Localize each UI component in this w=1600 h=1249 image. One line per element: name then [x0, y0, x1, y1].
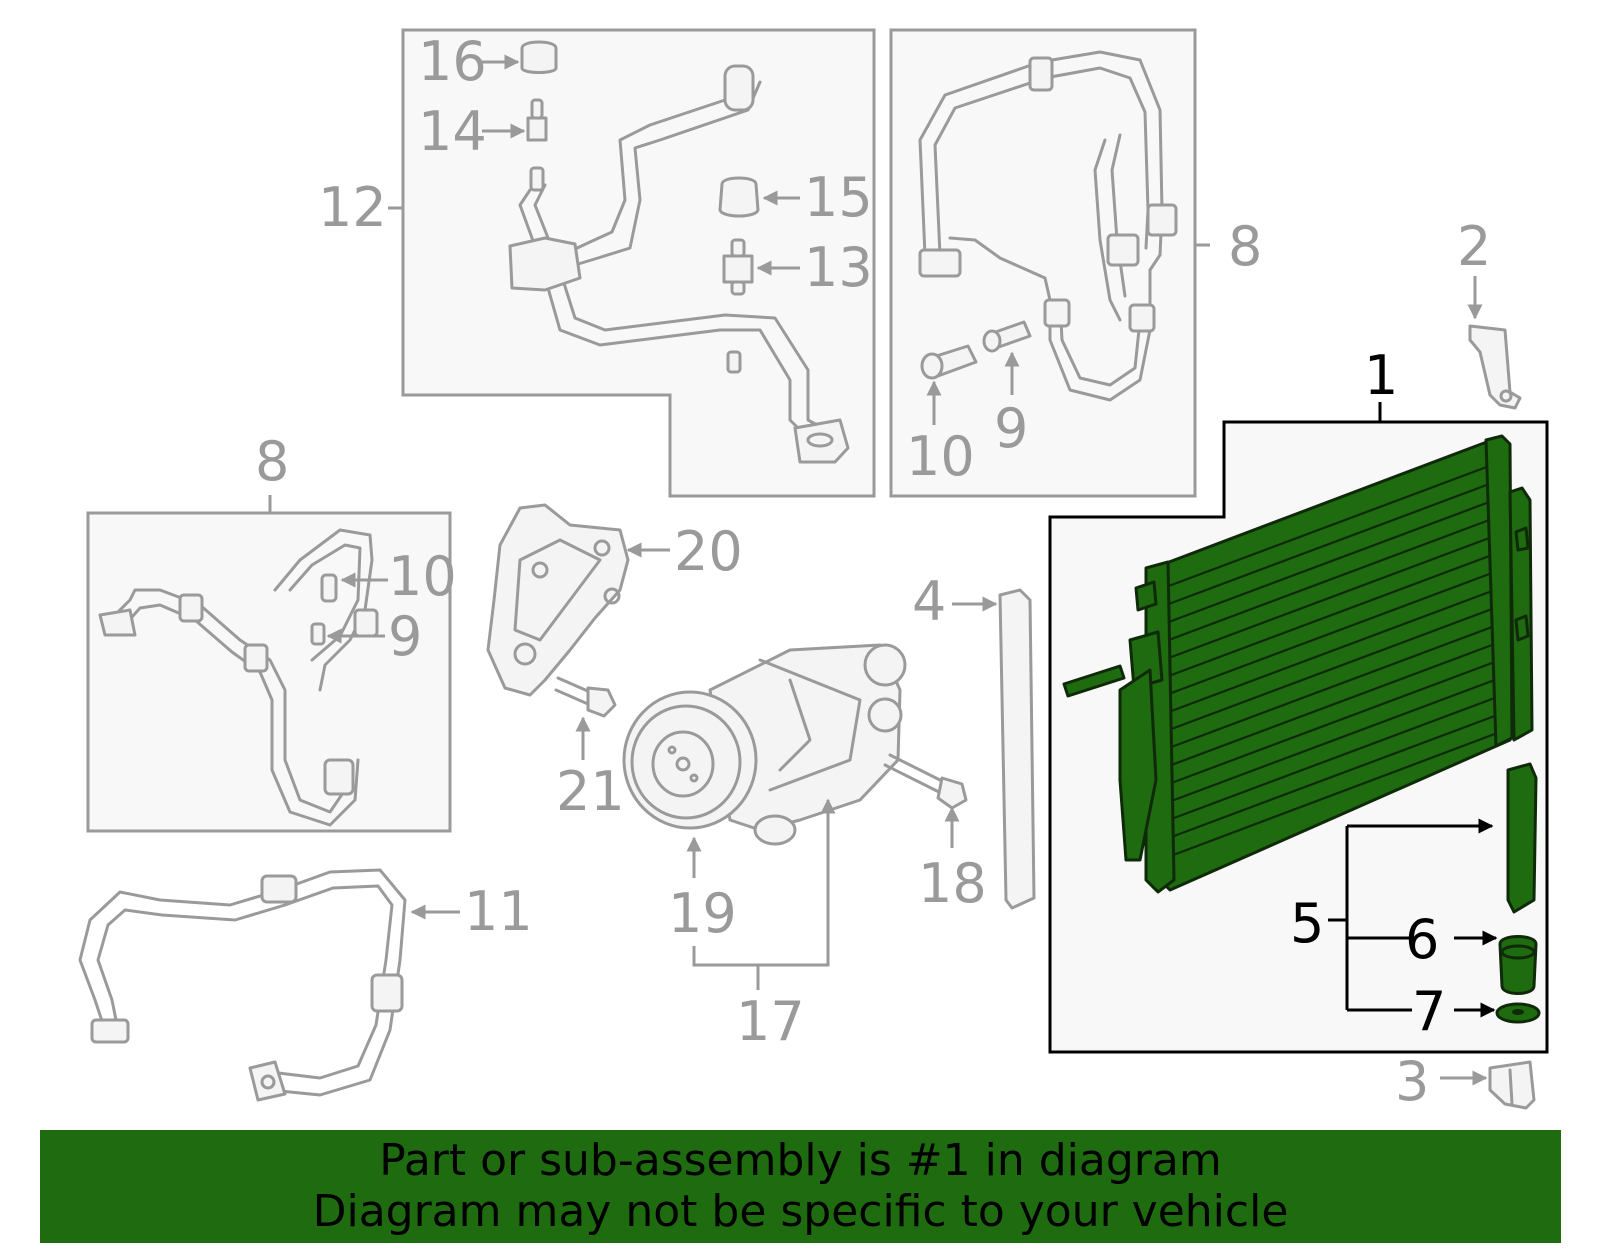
callout-8-upper: 8 — [1228, 215, 1262, 278]
seal-4 — [998, 588, 1036, 910]
valve-core-14 — [526, 116, 548, 142]
line-bracket — [508, 236, 582, 292]
line-fitting — [723, 64, 755, 112]
compressor-17 — [622, 643, 907, 846]
callout-9-left: 9 — [388, 605, 422, 668]
callouts: 1 2 3 4 5 6 7 8 8 9 9 10 10 11 12 13 14 … — [255, 30, 1491, 1113]
callout-11: 11 — [464, 880, 533, 943]
callout-10-upper: 10 — [906, 425, 975, 488]
condenser-fins — [1157, 460, 1501, 862]
callout-7: 7 — [1412, 980, 1446, 1043]
receiver-drier — [1508, 486, 1534, 742]
group-box-12 — [401, 28, 876, 498]
callout-13: 13 — [804, 236, 873, 299]
callout-16: 16 — [418, 30, 487, 93]
bolt-21 — [554, 676, 617, 718]
callout-6: 6 — [1405, 908, 1439, 971]
bracket-20 — [486, 503, 630, 697]
callout-15: 15 — [804, 166, 873, 229]
callout-1: 1 — [1364, 344, 1398, 407]
cap-15 — [718, 176, 760, 218]
callout-4: 4 — [912, 570, 946, 633]
sensor-9 — [310, 622, 326, 646]
info-banner: Part or sub-assembly is #1 in diagram Di… — [40, 1130, 1561, 1243]
callout-17: 17 — [736, 990, 805, 1053]
callout-14: 14 — [418, 100, 487, 163]
bracket-2 — [1468, 324, 1522, 410]
group-box-8-left — [86, 511, 452, 833]
callout-21: 21 — [556, 760, 625, 823]
condenser-tube-stub — [1062, 664, 1126, 698]
seal-5 — [1506, 762, 1538, 914]
banner-line-1: Part or sub-assembly is #1 in diagram — [379, 1135, 1222, 1186]
condenser-fitting-block — [1128, 630, 1164, 690]
banner-line-2: Diagram may not be specific to your vehi… — [312, 1186, 1289, 1237]
callout-2: 2 — [1457, 215, 1491, 278]
callout-8-left: 8 — [255, 430, 289, 493]
callout-3: 3 — [1395, 1050, 1429, 1113]
callout-19: 19 — [668, 882, 737, 945]
callout-5: 5 — [1290, 892, 1324, 955]
clutch-pulley-19 — [622, 690, 758, 830]
callout-12: 12 — [318, 176, 387, 239]
callout-10-left: 10 — [388, 545, 457, 608]
bolt-18 — [883, 753, 968, 810]
cap-16 — [520, 40, 558, 74]
callout-20: 20 — [674, 520, 743, 583]
group-box-8-upper — [889, 28, 1197, 498]
callout-9-upper: 9 — [994, 397, 1028, 460]
bracket-3 — [1488, 1060, 1536, 1110]
leader-lines — [268, 54, 1488, 1086]
group-box-1 — [1048, 420, 1549, 1054]
leader-lines-group-1 — [1328, 402, 1498, 1018]
valve-core-13 — [722, 254, 754, 284]
hose-11 — [78, 868, 407, 1102]
callout-18: 18 — [918, 852, 987, 915]
switch-10 — [320, 573, 338, 603]
